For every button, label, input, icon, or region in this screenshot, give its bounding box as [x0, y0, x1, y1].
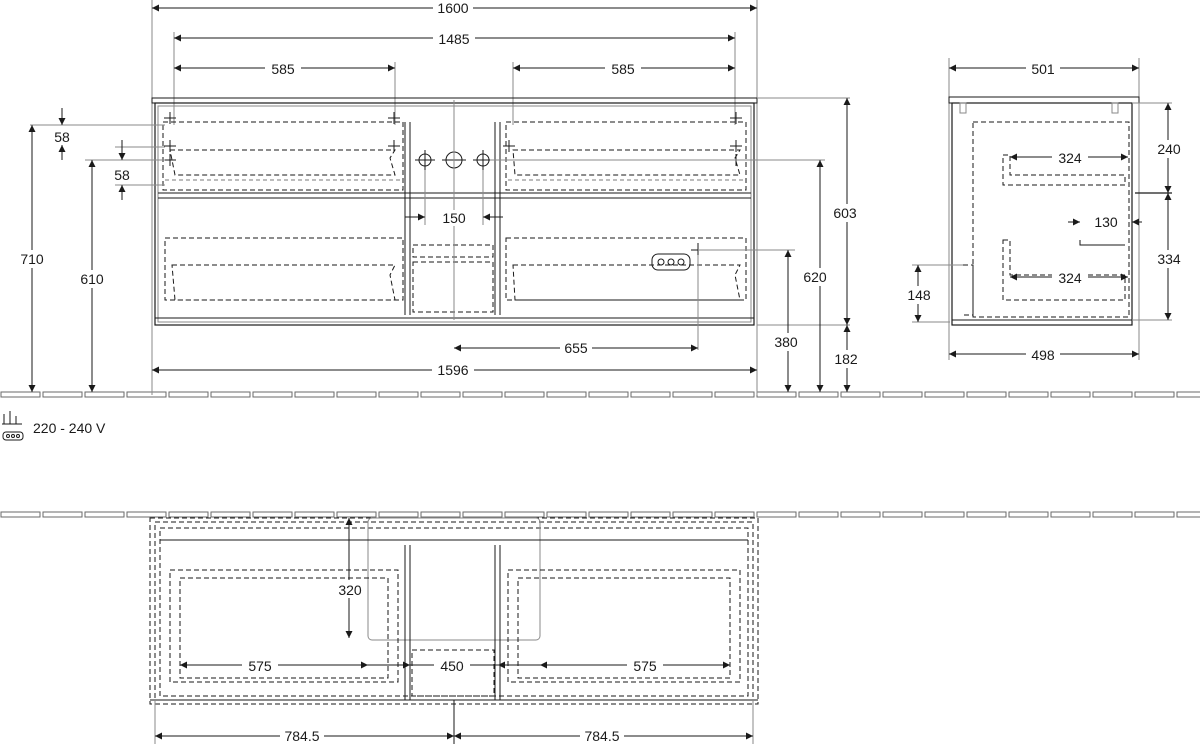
dim-585-right: 585: [611, 61, 635, 77]
floor-tile: [630, 391, 671, 398]
dim-501: 501: [1031, 61, 1055, 77]
floor-tile: [84, 391, 125, 398]
floor-tile: [1176, 511, 1200, 518]
dim-1596: 1596: [437, 362, 468, 378]
floor-tile: [798, 511, 839, 518]
floor-tile: [42, 391, 83, 398]
floor-tile: [546, 391, 587, 398]
floor-tile: [1134, 391, 1175, 398]
floor-tile: [756, 391, 797, 398]
power-supply: 220 - 240 V: [2, 411, 106, 441]
floor-tile: [924, 391, 965, 398]
floor-tile: [252, 391, 293, 398]
floor-tile: [210, 511, 251, 518]
floor-tile: [168, 391, 209, 398]
floor-tile: [924, 511, 965, 518]
dim-575-left: 575: [248, 658, 272, 674]
dim-58-second: 58: [114, 167, 130, 183]
floor-tile: [420, 511, 461, 518]
floor-tile: [672, 511, 713, 518]
dim-150: 150: [442, 210, 466, 226]
floor-tile: [840, 391, 881, 398]
dim-450: 450: [440, 658, 464, 674]
floor-tile: [882, 391, 923, 398]
floor-tile: [378, 511, 419, 518]
floor-tile: [1176, 391, 1200, 398]
front-view: 1600 1485 585 585 58 58 710 610 150 603 …: [18, 0, 861, 395]
dim-603: 603: [833, 205, 857, 221]
electrical-socket-icon: [2, 411, 24, 441]
floor-tile: [504, 391, 545, 398]
floor-tile: [588, 511, 629, 518]
floor-line-top: [0, 391, 1200, 398]
floor-tile: [0, 511, 41, 518]
floor-line-bottom: [0, 511, 1200, 518]
dim-324-upper: 324: [1058, 150, 1082, 166]
dim-324-lower: 324: [1058, 270, 1082, 286]
dim-320: 320: [338, 582, 362, 598]
floor-tile: [546, 511, 587, 518]
floor-tile: [1050, 511, 1091, 518]
floor-tile: [630, 511, 671, 518]
top-view: 320 575 450 575 784.5 784.5: [149, 517, 759, 744]
dim-610: 610: [80, 271, 104, 287]
dim-620: 620: [803, 269, 827, 285]
floor-tile: [168, 511, 209, 518]
floor-tile: [126, 391, 167, 398]
dim-498: 498: [1031, 347, 1055, 363]
floor-tile: [294, 511, 335, 518]
floor-tile: [336, 511, 377, 518]
floor-tile: [588, 391, 629, 398]
power-outlet-icon: [651, 253, 691, 271]
floor-tile: [462, 511, 503, 518]
side-view: 501 324 324 130 240 334 148 498: [904, 58, 1185, 363]
dim-380: 380: [774, 334, 798, 350]
floor-tile: [882, 511, 923, 518]
floor-tile: [966, 511, 1007, 518]
dim-784-5-right: 784.5: [584, 728, 619, 744]
dim-655: 655: [564, 340, 588, 356]
floor-tile: [756, 511, 797, 518]
floor-tile: [504, 511, 545, 518]
floor-tile: [672, 391, 713, 398]
floor-tile: [1008, 391, 1049, 398]
floor-tile: [126, 511, 167, 518]
floor-tile: [798, 391, 839, 398]
dim-240: 240: [1157, 141, 1181, 157]
floor-tile: [1050, 391, 1091, 398]
floor-tile: [210, 391, 251, 398]
dim-784-5-left: 784.5: [284, 728, 319, 744]
floor-tile: [1092, 391, 1133, 398]
voltage-label: 220 - 240 V: [33, 420, 106, 436]
dim-58-top: 58: [54, 129, 70, 145]
floor-tile: [1092, 511, 1133, 518]
dim-334: 334: [1157, 251, 1181, 267]
floor-tile: [462, 391, 503, 398]
dim-575-right: 575: [633, 658, 657, 674]
floor-tile: [840, 511, 881, 518]
floor-tile: [966, 391, 1007, 398]
dim-585-left: 585: [271, 61, 295, 77]
floor-tile: [420, 391, 461, 398]
floor-tile: [1134, 511, 1175, 518]
dim-1485: 1485: [438, 31, 469, 47]
floor-tile: [252, 511, 293, 518]
floor-tile: [42, 511, 83, 518]
dim-130: 130: [1094, 214, 1118, 230]
floor-tile: [84, 511, 125, 518]
floor-tile: [336, 391, 377, 398]
dim-710: 710: [20, 251, 44, 267]
floor-tile: [714, 391, 755, 398]
dim-1600: 1600: [437, 0, 468, 16]
floor-tile: [714, 511, 755, 518]
floor-tile: [378, 391, 419, 398]
floor-tile: [294, 391, 335, 398]
dim-182: 182: [834, 351, 858, 367]
dim-148: 148: [907, 287, 931, 303]
floor-tile: [0, 391, 41, 398]
floor-tile: [1008, 511, 1049, 518]
